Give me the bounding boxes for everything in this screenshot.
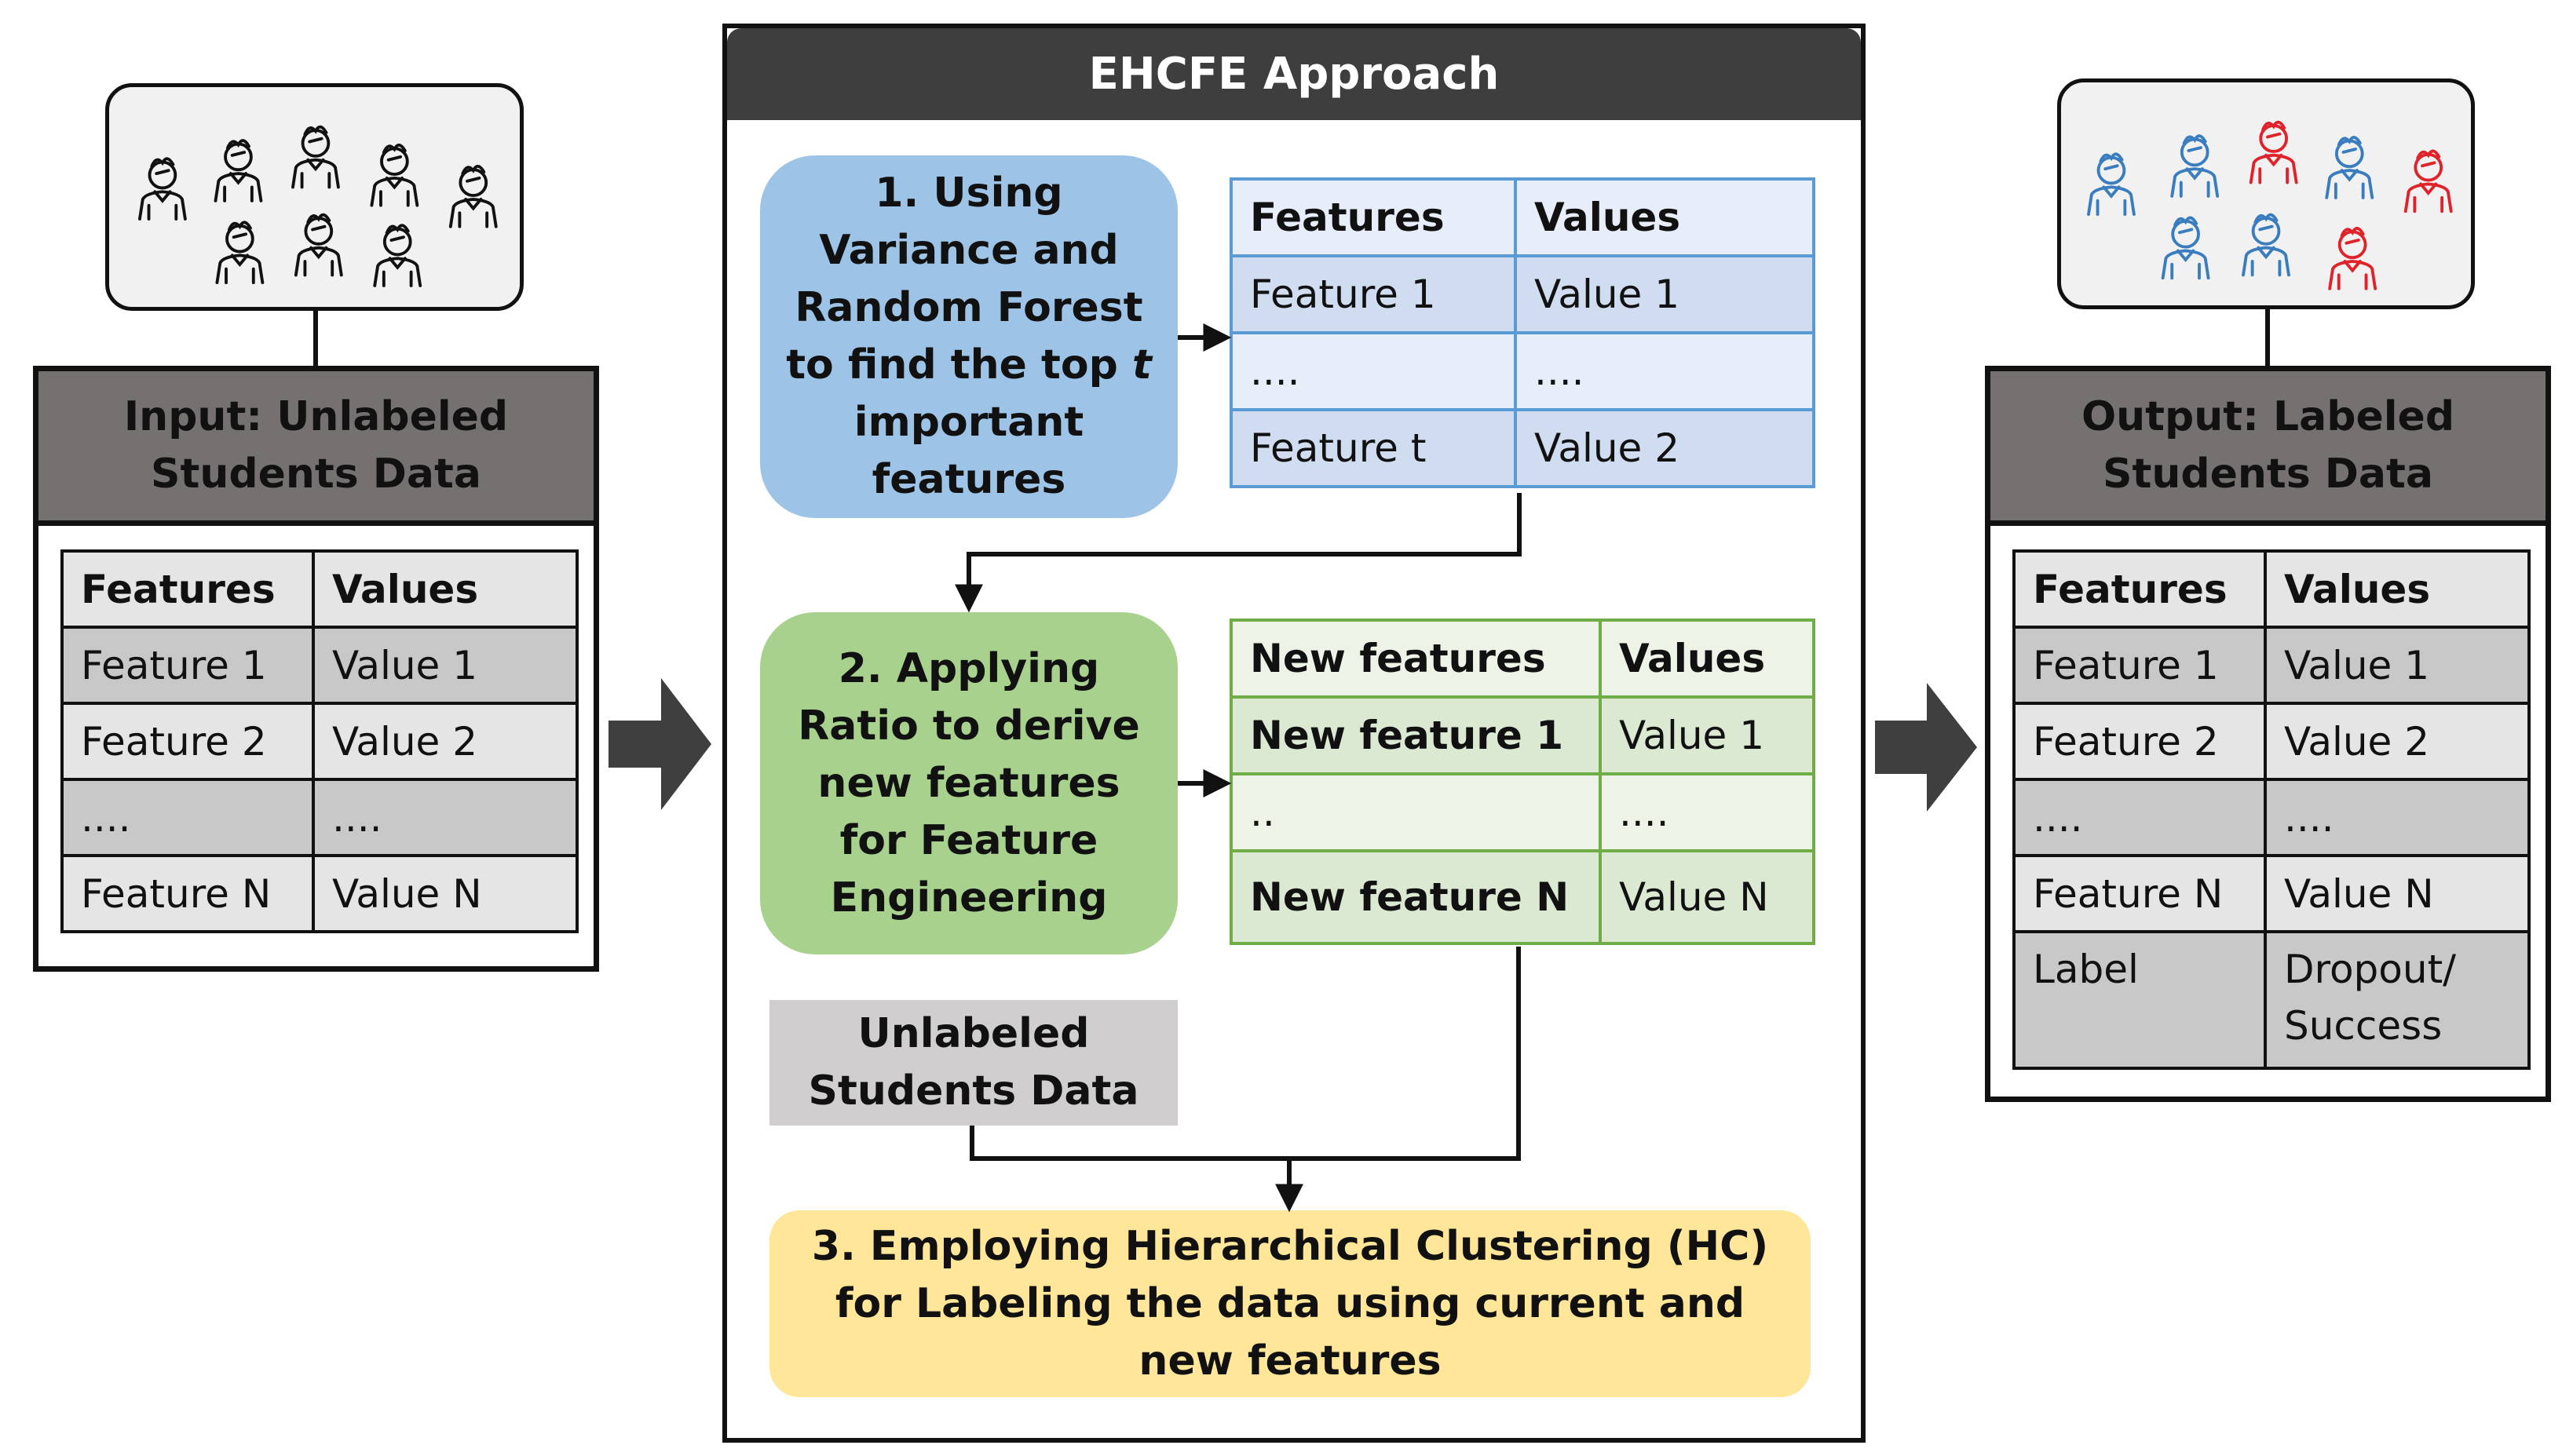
new-features-cell: .. <box>1230 772 1602 852</box>
student-icon <box>448 164 498 228</box>
table-row: .... .... <box>60 778 579 857</box>
table-row: .... .... <box>1230 331 1815 411</box>
table-row: Feature N Value N <box>60 854 579 933</box>
output-students-illustration <box>2057 78 2475 309</box>
top-features-header-features: Features <box>1230 177 1517 257</box>
student-icon <box>214 139 263 203</box>
output-cell: Dropout/ Success <box>2264 930 2531 1070</box>
top-features-cell: Value 1 <box>1514 254 1815 334</box>
input-table: Features Values Feature 1 Value 1 Featur… <box>60 549 579 933</box>
new-features-cell: Value 1 <box>1599 695 1815 775</box>
input-to-approach-arrow <box>609 678 711 810</box>
input-table-header-values: Values <box>312 549 579 629</box>
step3-text: 3. Employing Hierarchical Clustering (HC… <box>811 1222 1769 1385</box>
table-row: Feature t Value 2 <box>1230 408 1815 488</box>
new-features-cell: New feature 1 <box>1230 695 1602 775</box>
input-students-illustration <box>105 83 524 311</box>
student-icon <box>2170 134 2220 198</box>
output-cell: Value 2 <box>2264 702 2531 781</box>
table-row: Feature 1 Value 1 <box>1230 254 1815 334</box>
output-panel-title: Output: Labeled Students Data <box>1990 371 2546 526</box>
top-features-cell: .... <box>1230 331 1517 411</box>
output-cell: .... <box>2264 778 2531 857</box>
step3-hierarchical-clustering: 3. Employing Hierarchical Clustering (HC… <box>769 1210 1811 1397</box>
input-cell: Value N <box>312 854 579 933</box>
table-row: New feature 1 Value 1 <box>1230 695 1815 775</box>
step1-feature-selection: 1. Using Variance and Random Forest to f… <box>760 155 1178 518</box>
step2-feature-engineering: 2. Applying Ratio to derive new features… <box>760 612 1178 954</box>
input-cell: .... <box>312 778 579 857</box>
input-table-header-features: Features <box>60 549 315 629</box>
ehcfe-approach-title: EHCFE Approach <box>727 28 1861 120</box>
unlabeled-students-data-box: Unlabeled Students Data <box>769 1000 1178 1126</box>
input-cell: Value 1 <box>312 626 579 705</box>
top-features-cell: Feature t <box>1230 408 1517 488</box>
student-icon <box>370 143 419 207</box>
step1-text-post: important features <box>853 399 1084 503</box>
output-cell: Value 1 <box>2264 626 2531 705</box>
students-icon-group <box>138 125 498 287</box>
new-features-cell: Value N <box>1599 849 1815 945</box>
approach-to-output-arrow <box>1875 683 1977 812</box>
input-cell: Feature 1 <box>60 626 315 705</box>
output-cell: Feature N <box>2012 854 2267 933</box>
top-features-cell: Feature 1 <box>1230 254 1517 334</box>
step1-text-var: t <box>1131 341 1152 389</box>
top-features-header-values: Values <box>1514 177 1815 257</box>
top-features-table: Features Values Feature 1 Value 1 .... .… <box>1230 177 1815 488</box>
student-icon <box>2087 152 2136 217</box>
table-row: Feature 2 Value 2 <box>2012 702 2531 781</box>
student-icon <box>2325 136 2374 199</box>
labeled-students-icon-group <box>2087 120 2453 290</box>
student-icon <box>2249 120 2298 184</box>
table-row: .... .... <box>2012 778 2531 857</box>
output-cell: Feature 2 <box>2012 702 2267 781</box>
table-row: Feature 2 Value 2 <box>60 702 579 781</box>
student-icon <box>138 157 187 221</box>
table-to-step2-connector <box>955 493 1522 613</box>
input-panel-title: Input: Unlabeled Students Data <box>38 371 594 526</box>
new-features-header-values: Values <box>1599 619 1815 699</box>
student-icon <box>2161 216 2210 280</box>
student-icon <box>294 213 343 277</box>
table-row: Label Dropout/ Success <box>2012 930 2531 1070</box>
table-row: Feature 1 Value 1 <box>60 626 579 705</box>
output-cell: Value N <box>2264 854 2531 933</box>
output-cell: .... <box>2012 778 2267 857</box>
new-features-to-merge-connector <box>970 947 1521 1161</box>
student-icon <box>373 224 422 287</box>
new-features-table: New features Values New feature 1 Value … <box>1230 619 1815 945</box>
step1-text-pre: 1. Using Variance and Random Forest to f… <box>786 170 1143 389</box>
output-panel: Output: Labeled Students Data Features V… <box>1985 366 2551 1102</box>
output-cell: Feature 1 <box>2012 626 2267 705</box>
new-features-cell: New feature N <box>1230 849 1602 945</box>
input-cell: .... <box>60 778 315 857</box>
student-icon <box>2403 149 2453 213</box>
output-table: Features Values Feature 1 Value 1 Featur… <box>2012 549 2531 1070</box>
table-row: Feature N Value N <box>2012 854 2531 933</box>
table-row: Feature 1 Value 1 <box>2012 626 2531 705</box>
input-panel: Input: Unlabeled Students Data Features … <box>33 366 599 972</box>
student-icon <box>2242 213 2290 277</box>
input-cell: Feature 2 <box>60 702 315 781</box>
top-features-cell: Value 2 <box>1514 408 1815 488</box>
top-features-cell: .... <box>1514 331 1815 411</box>
new-features-cell: .... <box>1599 772 1815 852</box>
input-cell: Feature N <box>60 854 315 933</box>
student-icon <box>215 221 265 285</box>
new-features-header-features: New features <box>1230 619 1602 699</box>
table-row: New feature N Value N <box>1230 849 1815 945</box>
output-table-header-values: Values <box>2264 549 2531 629</box>
student-icon <box>291 125 340 189</box>
table-row: .. .... <box>1230 772 1815 852</box>
output-cell: Label <box>2012 930 2267 1070</box>
input-cell: Value 2 <box>312 702 579 781</box>
step2-text: 2. Applying Ratio to derive new features… <box>798 644 1140 921</box>
student-icon <box>2328 227 2377 290</box>
unlabeled-students-data-label: Unlabeled Students Data <box>808 1010 1139 1115</box>
output-table-header-features: Features <box>2012 549 2267 629</box>
